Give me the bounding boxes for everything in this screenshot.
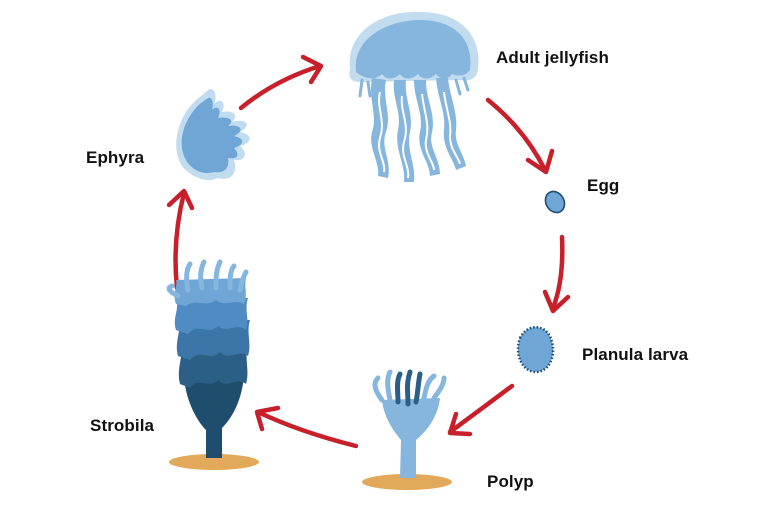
polyp-icon <box>362 369 452 490</box>
label-egg: Egg <box>587 176 620 195</box>
label-adult-jellyfish: Adult jellyfish <box>496 48 609 67</box>
arrow-strobila-to-ephyra <box>166 188 195 291</box>
arrow-adult-to-egg <box>485 97 555 175</box>
adult-jellyfish-icon <box>349 11 479 182</box>
arrow-planula-to-polyp <box>447 383 515 437</box>
egg-icon <box>544 190 566 214</box>
arrow-polyp-to-strobila <box>254 405 359 449</box>
label-planula-larva: Planula larva <box>582 345 689 364</box>
strobila-icon <box>166 259 259 470</box>
arrow-ephyra-to-adult <box>238 54 324 111</box>
label-strobila: Strobila <box>90 416 155 435</box>
label-ephyra: Ephyra <box>86 148 145 167</box>
planula-larva-icon <box>516 326 555 374</box>
label-polyp: Polyp <box>487 472 534 491</box>
ephyra-icon <box>176 89 250 181</box>
arrow-egg-to-planula <box>542 234 571 314</box>
